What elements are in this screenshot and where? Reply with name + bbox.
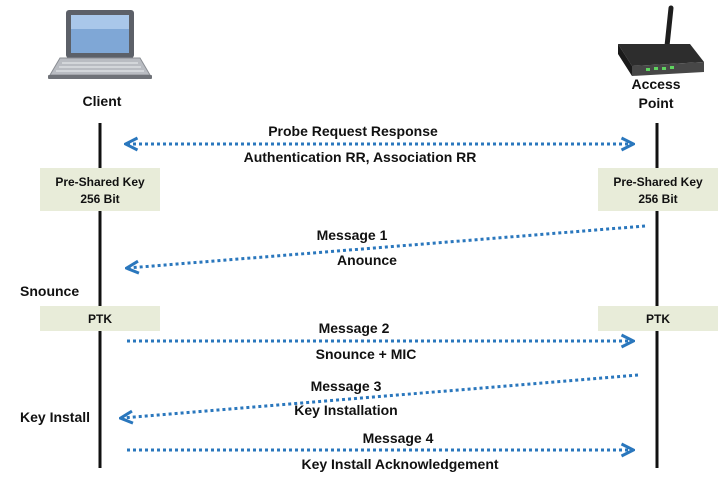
- access-point-label-line2: Point: [639, 95, 674, 111]
- client-psk-line1: Pre-Shared Key: [55, 175, 145, 189]
- snounce-label: Snounce: [20, 283, 79, 299]
- client-psk-line2: 256 Bit: [80, 192, 119, 206]
- ap-psk-line1: Pre-Shared Key: [613, 175, 703, 189]
- ap-psk-box: [598, 168, 718, 211]
- auth-assoc-label: Authentication RR, Association RR: [244, 149, 477, 165]
- message-1-label: Message 1: [317, 227, 388, 243]
- message-1-sublabel: Anounce: [337, 252, 397, 268]
- message-1-arrow: [128, 224, 646, 268]
- probe-label: Probe Request Response: [268, 123, 438, 139]
- message-3-label: Message 3: [311, 378, 382, 394]
- wireless-router-icon: [618, 5, 704, 76]
- client-ptk-box: [40, 306, 160, 331]
- message-2-sublabel: Snounce + MIC: [316, 346, 417, 362]
- client-ptk-label: PTK: [88, 312, 112, 326]
- laptop-icon: [48, 10, 152, 79]
- ap-ptk-label: PTK: [646, 312, 670, 326]
- client-psk-box: [40, 168, 160, 211]
- ap-ptk-box: [598, 306, 718, 331]
- message-3-arrow: [122, 373, 639, 418]
- message-4-label: Message 4: [363, 430, 434, 446]
- client-label: Client: [83, 93, 122, 109]
- message-4-sublabel: Key Install Acknowledgement: [301, 456, 498, 472]
- key-install-label: Key Install: [20, 409, 90, 425]
- message-3-sublabel: Key Installation: [294, 402, 397, 418]
- ap-psk-line2: 256 Bit: [638, 192, 677, 206]
- access-point-label-line1: Access: [631, 76, 680, 92]
- message-2-label: Message 2: [319, 320, 390, 336]
